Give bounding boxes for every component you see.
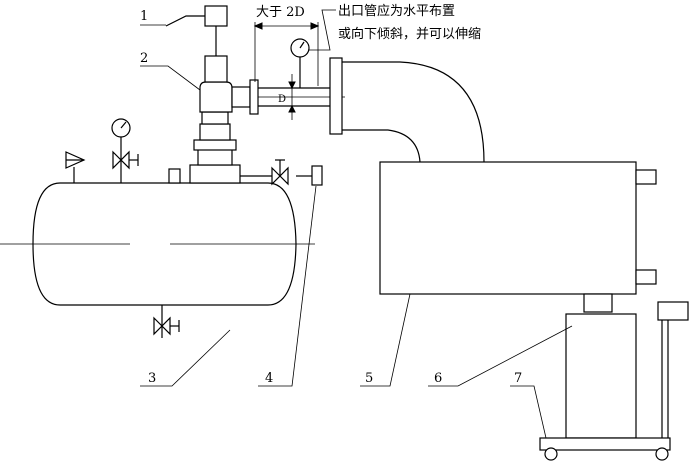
dimension-2d-text: 大于 2D xyxy=(256,5,305,20)
label-4: 4 xyxy=(265,371,273,386)
vessel-pressure-gauge-icon xyxy=(111,118,131,183)
side-fitting-4 xyxy=(311,165,323,186)
label-2: 2 xyxy=(140,51,148,66)
label-3: 3 xyxy=(148,371,156,386)
safety-valve xyxy=(189,42,259,184)
relief-valve-icon xyxy=(65,151,86,183)
label-6: 6 xyxy=(434,371,442,386)
label-1: 1 xyxy=(140,9,148,24)
wheel-icon xyxy=(655,447,669,461)
weighing-container xyxy=(565,313,637,439)
dimension-2d-marker xyxy=(253,22,320,86)
receiving-tank xyxy=(379,161,657,313)
pressure-vessel xyxy=(0,182,315,306)
leader-lines xyxy=(140,9,573,439)
label-7: 7 xyxy=(514,371,522,386)
dimension-d-marker xyxy=(288,74,296,120)
vessel-top-valve-icon xyxy=(112,150,139,170)
vessel-nozzle xyxy=(168,168,181,184)
wheel-icon xyxy=(544,447,558,461)
platform-scale xyxy=(539,301,689,461)
drain-valve-icon xyxy=(153,305,180,338)
outlet-pressure-gauge-icon xyxy=(290,38,310,88)
note-line-1: 出口管应为水平布置 xyxy=(338,3,455,19)
outlet-pipe xyxy=(258,57,485,163)
dimension-d-text: D xyxy=(278,94,286,105)
valve-lever-icon xyxy=(165,5,228,42)
label-5: 5 xyxy=(365,371,373,386)
side-line xyxy=(240,159,323,186)
scale-display-icon xyxy=(657,301,689,321)
note-line-2: 或向下倾斜，并可以伸缩 xyxy=(338,26,481,42)
